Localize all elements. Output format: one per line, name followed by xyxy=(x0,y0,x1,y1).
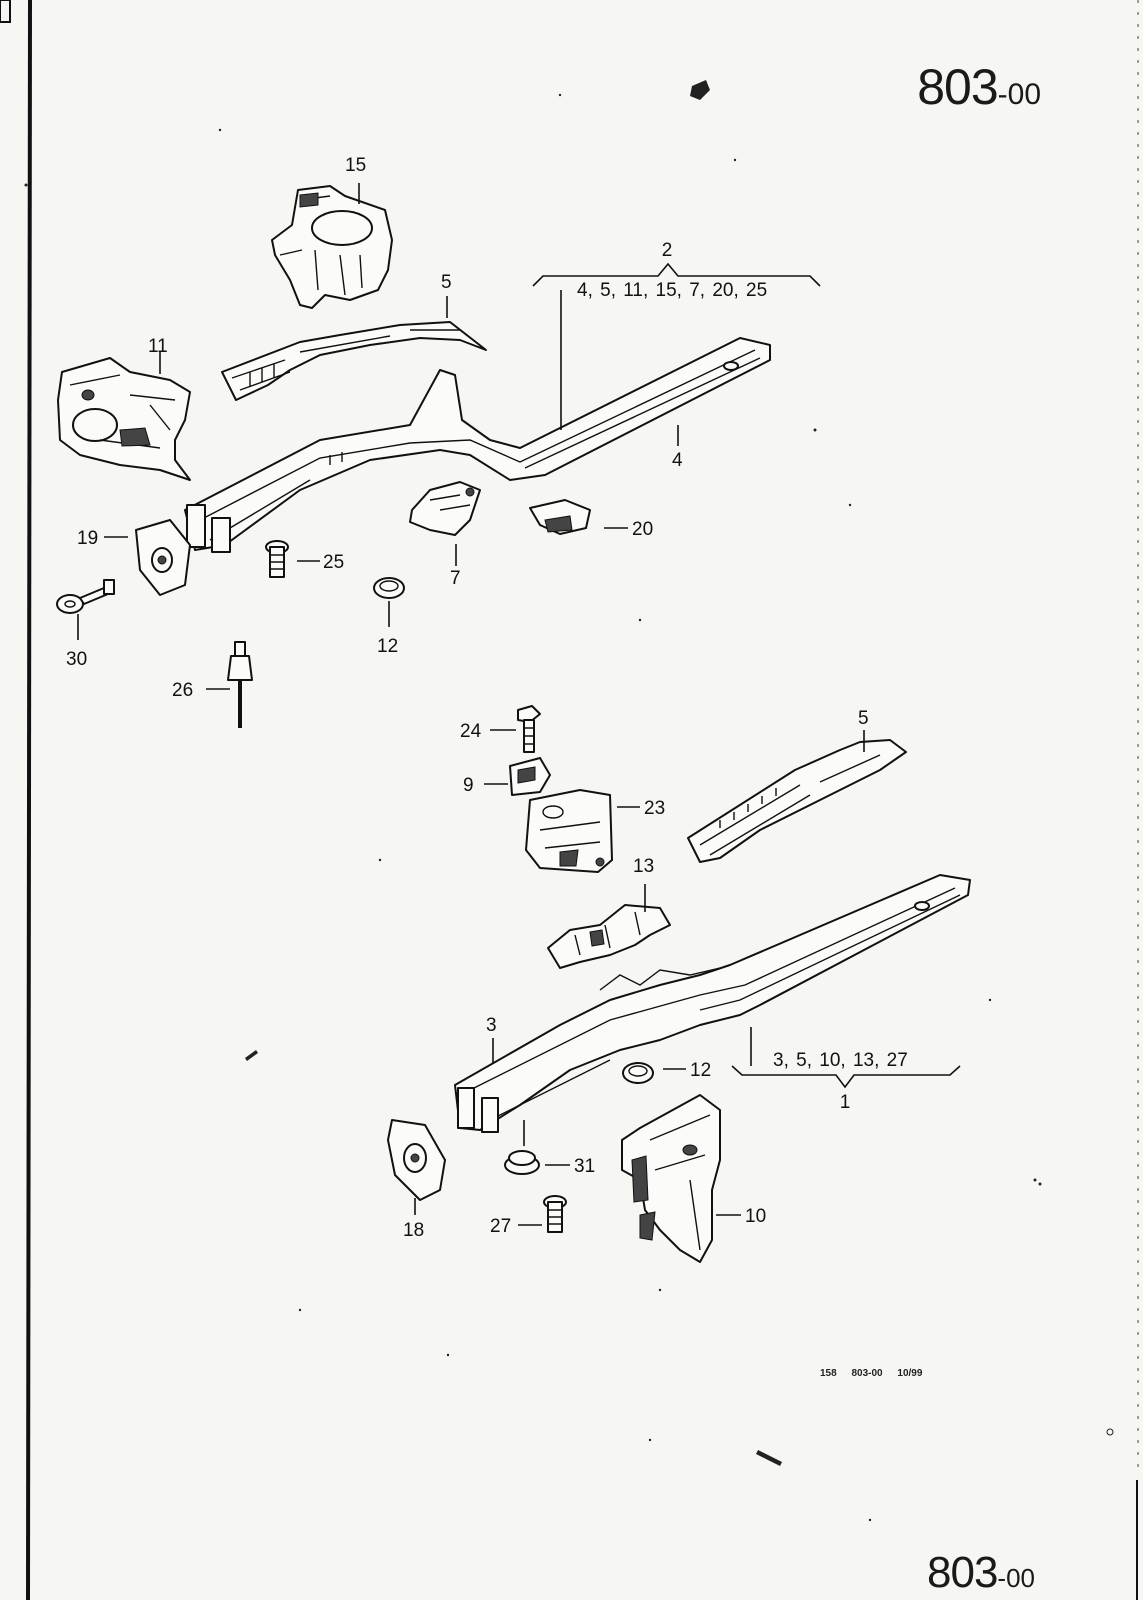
callout-5-lower: 5 xyxy=(858,708,869,729)
callout-18: 18 xyxy=(403,1220,424,1241)
part-5-lower-member xyxy=(687,739,907,863)
leader-lines xyxy=(77,183,961,1226)
callout-23: 23 xyxy=(644,798,665,819)
scan-specks xyxy=(24,80,1114,1522)
part-12-grommet-upper xyxy=(373,577,405,599)
part-3-side-member xyxy=(454,874,971,1133)
assembly-1-brace xyxy=(731,1065,961,1089)
part-19-mounting-plate xyxy=(135,519,191,596)
callout-11: 11 xyxy=(148,336,168,357)
part-12-grommet-lower xyxy=(622,1062,654,1084)
part-30-eye-bolt xyxy=(56,579,115,614)
page-number: 803-00 xyxy=(917,58,1041,116)
callout-9: 9 xyxy=(463,775,474,796)
part-20-bracket xyxy=(529,499,591,535)
callout-7: 7 xyxy=(450,568,461,589)
part-4-side-member xyxy=(184,337,771,553)
callout-labels: 15 5 11 4 19 25 7 20 12 30 26 24 9 23 5 … xyxy=(66,155,908,1241)
callout-27: 27 xyxy=(490,1216,511,1237)
binder-edge-line xyxy=(26,0,32,1600)
callout-4: 4 xyxy=(672,450,683,471)
callout-20: 20 xyxy=(632,519,653,540)
binder-tab xyxy=(0,0,11,23)
callout-30: 30 xyxy=(66,649,87,670)
assembly-2-contents: 4, 5, 11, 15, 7, 20, 25 xyxy=(577,280,767,301)
part-9-clip xyxy=(509,757,551,796)
part-7-bracket xyxy=(409,481,481,536)
part-10-wheelhouse-panel xyxy=(621,1094,721,1263)
part-31-plug xyxy=(504,1150,540,1175)
part-23-reinforcement xyxy=(525,789,613,873)
part-5-upper-member xyxy=(221,321,487,401)
page-number-next-suffix: -00 xyxy=(997,1563,1035,1593)
assembly-1-contents: 3, 5, 10, 13, 27 xyxy=(773,1050,908,1071)
callout-25: 25 xyxy=(323,552,344,573)
assembly-2-brace xyxy=(532,262,821,287)
assembly-1-number: 1 xyxy=(840,1092,851,1113)
page-number-suffix: -00 xyxy=(997,78,1041,111)
part-11-wheelhouse-panel xyxy=(57,357,191,481)
callout-5-upper: 5 xyxy=(441,272,452,293)
part-13-bracket xyxy=(547,904,671,969)
callout-13: 13 xyxy=(633,856,654,877)
page-number-next: 803-00 xyxy=(927,1548,1035,1598)
callout-24: 24 xyxy=(460,721,482,742)
callout-10: 10 xyxy=(745,1206,766,1227)
part-18-mounting-plate xyxy=(387,1119,446,1201)
callout-31: 31 xyxy=(574,1156,595,1177)
callout-12-upper: 12 xyxy=(377,636,398,657)
callout-26: 26 xyxy=(172,680,193,701)
assembly-2-number: 2 xyxy=(662,240,673,261)
part-25-plug xyxy=(265,540,289,578)
callout-12-lower: 12 xyxy=(690,1060,711,1081)
page-number-main: 803 xyxy=(917,59,998,115)
callout-19: 19 xyxy=(77,528,98,549)
part-15-strut-mount xyxy=(271,185,393,309)
part-24-bolt xyxy=(517,705,541,753)
callout-3: 3 xyxy=(486,1015,497,1036)
page-number-next-main: 803 xyxy=(927,1548,998,1597)
part-26-rivet xyxy=(227,641,253,728)
callout-15: 15 xyxy=(345,155,366,176)
part-27-plug xyxy=(543,1195,567,1233)
footer-reference: 158 803-00 10/99 xyxy=(820,1368,923,1379)
